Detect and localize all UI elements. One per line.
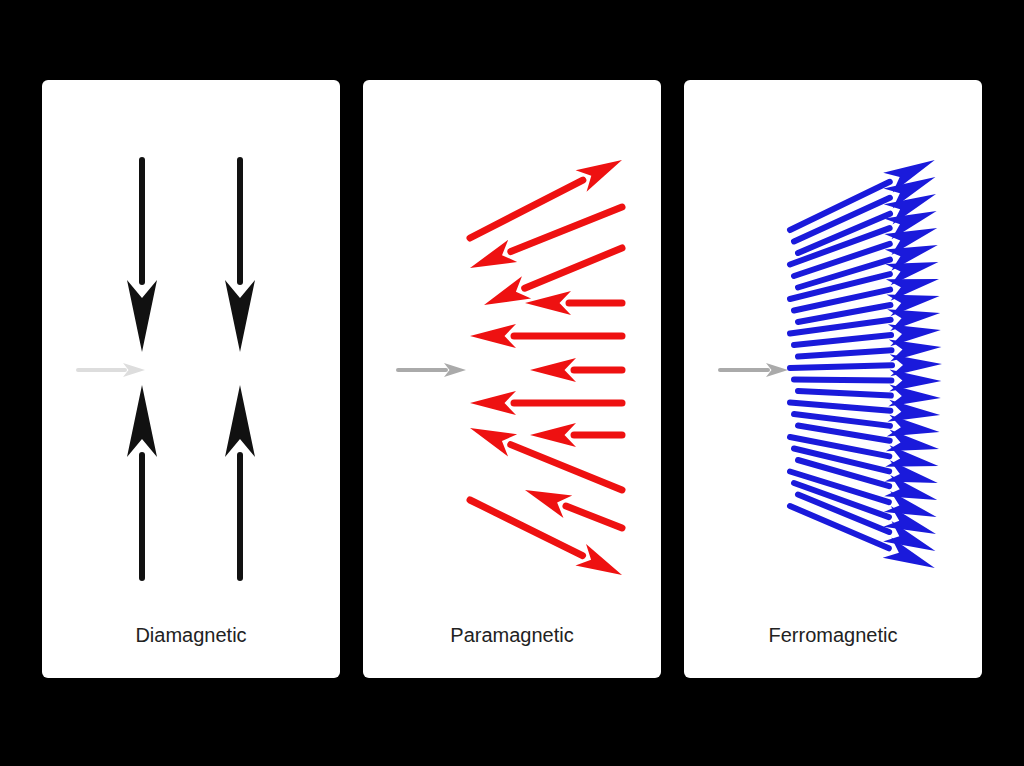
arrow-head [885,460,938,483]
arrow-shaft [720,368,768,372]
arrow-shaft [398,368,446,372]
material-panel: Ferromagnetic [684,80,982,678]
arrow-head [444,363,466,377]
panel-ground [363,80,661,678]
arrow-head [225,385,255,457]
arrow-shaft [574,367,622,374]
arrow-head [470,324,516,348]
arrow-shaft [511,207,622,252]
arrow-head [225,280,255,352]
moment-arrows [78,160,942,578]
arrow-head [530,358,576,382]
arrow-shaft [525,248,622,288]
arrow-head [883,506,936,534]
arrow-head [470,428,517,456]
arrow-shaft [790,506,889,548]
arrow-head [884,491,937,517]
arrow-head [525,490,572,518]
arrow-head [470,240,517,268]
arrow-shaft [514,400,622,407]
arrow-shaft [794,335,891,345]
arrow-shaft [511,445,622,490]
panel-ground [42,80,340,678]
material-panel: Diamagnetic [42,80,340,678]
arrow-head [766,363,788,377]
arrow-head [530,423,576,447]
arrow-head [123,363,145,377]
arrow-shaft [798,350,892,356]
arrow-shaft [798,391,891,396]
arrow-head [470,391,516,415]
arrow-head [127,280,157,352]
panel-label: Ferromagnetic [684,623,982,647]
material-panel: Paramagnetic [363,80,661,678]
panel-ground [684,80,982,678]
arrow-shaft [566,506,622,528]
arrow-head [576,160,622,192]
arrow-shaft [574,432,622,439]
arrow-shaft [78,368,125,372]
panel-label: Diamagnetic [42,623,340,647]
arrow-shaft [237,160,243,282]
arrow-head [127,385,157,457]
arrow-shaft [237,455,243,578]
arrow-head [484,276,531,305]
arrow-head [525,291,571,315]
arrow-shaft [798,460,889,486]
arrow-shaft [139,160,145,282]
arrow-head [575,544,622,575]
arrow-shaft [139,455,145,578]
arrow-head [883,537,935,568]
arrow-shaft [790,403,890,411]
arrow-shaft [569,300,622,307]
arrow-shaft [794,377,891,384]
arrow-head [884,475,937,500]
panel-label: Paramagnetic [363,623,661,647]
arrow-shaft [794,414,890,426]
arrow-shaft [790,320,891,334]
arrow-shaft [470,500,583,556]
arrow-shaft [514,333,622,340]
arrow-shaft [790,365,892,368]
